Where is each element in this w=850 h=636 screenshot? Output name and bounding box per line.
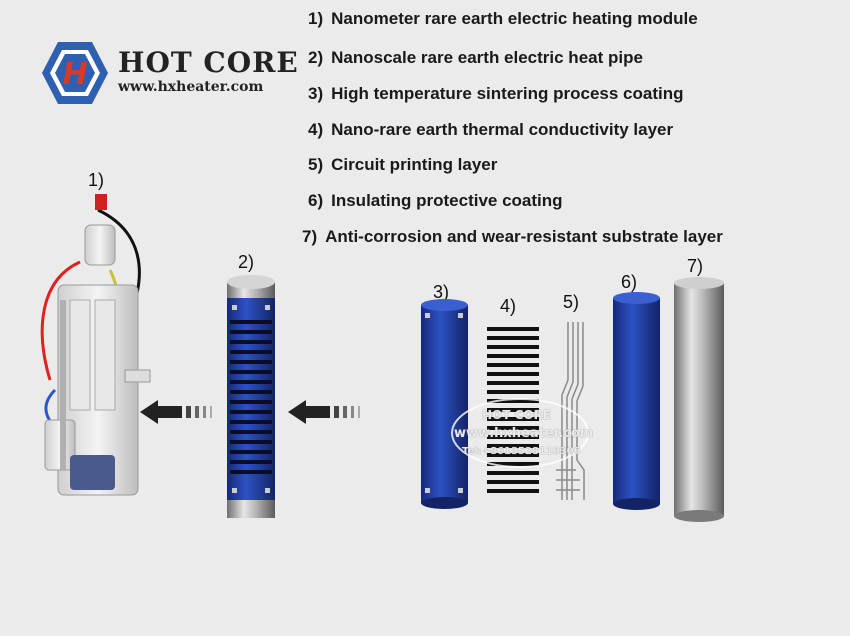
brand-name: HOT CORE [118, 46, 299, 79]
brand-logo: H [40, 40, 110, 106]
hexagon-logo-icon: H [42, 42, 108, 104]
watermark-tel: Tel:+8613528110306 [462, 446, 581, 457]
legend-item-1: 1)Nanometer rare earth electric heating … [308, 9, 698, 28]
legend-item-4: 4)Nano-rare earth thermal conductivity l… [308, 120, 674, 139]
arrow-icon-left [140, 400, 212, 424]
figure-label-6: 6) [621, 272, 638, 292]
legend-item-7: 7)Anti-corrosion and wear-resistant subs… [302, 227, 723, 246]
watermark-url: www.hxheater.com [454, 426, 594, 441]
brand-url: www.hxheater.com [118, 79, 264, 95]
figure-label-2: 2) [238, 252, 255, 272]
logo-letter: H [62, 57, 87, 92]
sintering-coating-tube [421, 299, 468, 509]
figure-label-4: 4) [500, 296, 517, 316]
figure-label-5: 5) [563, 292, 580, 312]
legend-item-3: 3)High temperature sintering process coa… [308, 84, 684, 103]
figure-label-3: 3) [433, 282, 450, 302]
heating-module [40, 194, 151, 496]
watermark-name: HOT CORE [482, 408, 552, 422]
watermark-seal [451, 398, 589, 468]
circuit-layer-traces [556, 322, 585, 500]
legend-item-2: 2)Nanoscale rare earth electric heat pip… [308, 48, 643, 67]
legend-item-5: 5)Circuit printing layer [308, 155, 498, 174]
arrow-icon-right [288, 400, 360, 424]
figure-label-1: 1) [88, 170, 105, 190]
heat-pipe [227, 275, 275, 518]
figure-label-7: 7) [687, 256, 704, 276]
thermal-layer-stripes [487, 327, 539, 493]
insulating-coating-tube [613, 292, 660, 510]
substrate-tube [674, 277, 724, 522]
legend-item-6: 6)Insulating protective coating [308, 191, 563, 210]
